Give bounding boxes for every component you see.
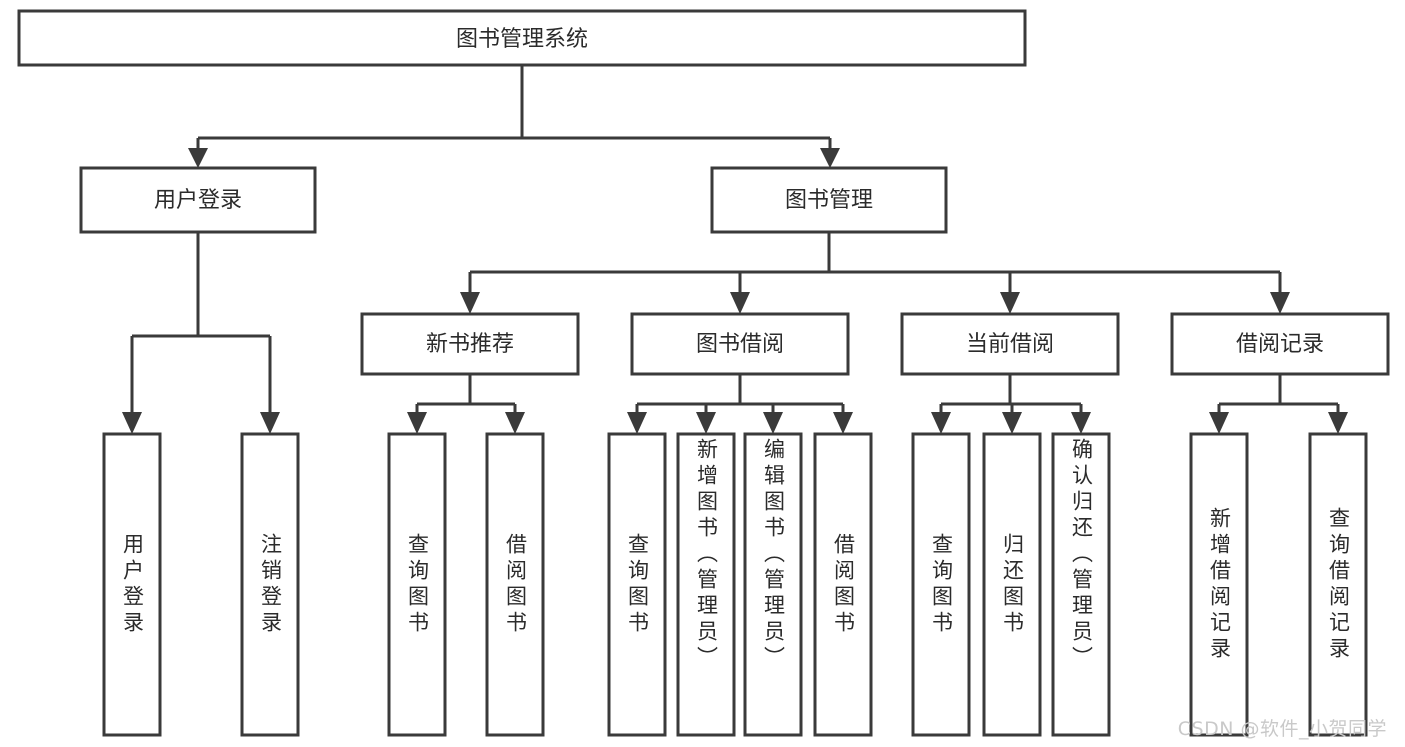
connector-user-login-to-leaves [122, 232, 280, 434]
node-root-label: 图书管理系统 [456, 27, 588, 52]
node-new-book-recommend-rect[interactable] [360, 312, 580, 376]
watermark: CSDN @软件_小贺同学 [1177, 718, 1387, 740]
node-current-borrow-rect[interactable] [900, 312, 1120, 376]
node-root-rect[interactable] [17, 9, 1027, 67]
leaf-add-record-rect[interactable] [1189, 432, 1249, 737]
leaf-confirm-return-rect[interactable] [1051, 432, 1111, 737]
arrow-to-book-manage [820, 148, 840, 168]
node-current-borrow[interactable]: 当前借阅 [900, 312, 1120, 376]
leaf-user-logout-rect[interactable] [240, 432, 300, 737]
leaf-return-book-rect[interactable] [982, 432, 1042, 737]
node-book-manage[interactable]: 图书管理 [710, 166, 948, 234]
leaf-add-book-rect[interactable] [676, 432, 736, 737]
leaf-query-book-2-rect[interactable] [607, 432, 667, 737]
node-user-login-label: 用户登录 [154, 188, 242, 213]
connector-book-borrow-to-leaves [627, 374, 853, 434]
node-borrow-record-label: 借阅记录 [1236, 332, 1324, 357]
leaf-borrow-book-1-rect[interactable] [485, 432, 545, 737]
connector-book-manage-to-level3 [460, 232, 1290, 314]
leaf-edit-book-rect[interactable] [743, 432, 803, 737]
node-book-borrow-label: 图书借阅 [696, 332, 784, 357]
node-book-borrow[interactable]: 图书借阅 [630, 312, 850, 376]
node-new-book-recommend-label: 新书推荐 [426, 332, 514, 357]
connector-current-borrow-to-leaves [931, 374, 1091, 434]
node-current-borrow-label: 当前借阅 [966, 332, 1054, 357]
leaf-query-book-1-rect[interactable] [387, 432, 447, 737]
leaf-query-record-rect[interactable] [1308, 432, 1368, 737]
leaf-user-login-rect[interactable] [102, 432, 162, 737]
connector-new-book-recommend-to-leaves [407, 374, 525, 434]
node-root[interactable]: 图书管理系统 [17, 9, 1027, 67]
arrow-to-user-login [188, 148, 208, 168]
node-user-login-rect[interactable] [79, 166, 317, 234]
node-book-manage-label: 图书管理 [785, 188, 873, 213]
node-user-login[interactable]: 用户登录 [79, 166, 317, 234]
node-borrow-record[interactable]: 借阅记录 [1170, 312, 1390, 376]
leaf-query-book-3-rect[interactable] [911, 432, 971, 737]
leaf-boxes [102, 432, 1368, 737]
leaf-borrow-book-2-rect[interactable] [813, 432, 873, 737]
connector-borrow-record-to-leaves [1209, 374, 1348, 434]
connector-root-to-level2 [188, 65, 840, 168]
node-new-book-recommend[interactable]: 新书推荐 [360, 312, 580, 376]
